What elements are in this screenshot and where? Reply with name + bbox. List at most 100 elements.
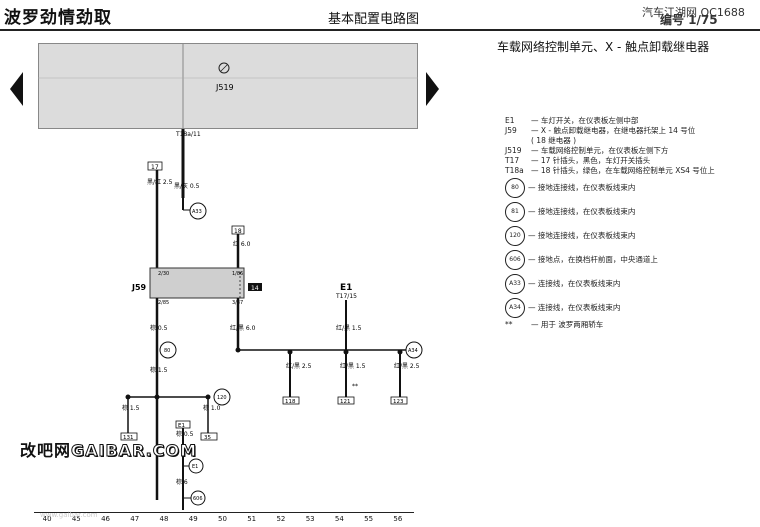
site-watermark: 汽车江湖网 QC1688 [642, 6, 745, 19]
e1-conn-text: E1 [178, 423, 185, 429]
connector-t17-text: 17 [151, 164, 159, 171]
next-page-arrow-icon[interactable] [426, 72, 439, 106]
relay-j59-label: J59 [131, 283, 147, 292]
bottom-ruler: 40 45 46 47 48 49 50 51 52 53 54 55 56 [34, 512, 414, 527]
prev-page-arrow-icon[interactable] [10, 72, 23, 106]
ground-circle-icon: 80 [505, 178, 525, 198]
tag-80-text: 80 [164, 348, 170, 354]
ruler-tick: 54 [334, 515, 344, 523]
wire-j59-87-label: 红/黑 6.0 [230, 324, 256, 332]
diagram-type-label: 基本配置电路图 [328, 12, 420, 27]
control-unit-j519 [38, 43, 418, 129]
ground-circle-icon: 81 [505, 202, 525, 222]
legend-footnote: **— 用于 波罗两厢轿车 [505, 320, 604, 329]
left-low-tag [120, 432, 138, 441]
connection-circle-icon: A33 [505, 274, 525, 294]
ruler-tick: 40 [42, 515, 52, 523]
ruler-tick: 46 [101, 515, 110, 523]
branch-2-star: ** [352, 383, 358, 390]
page-number: 编号 1/75 [660, 13, 718, 27]
diagram-subtitle: 车载网络控制单元、X - 触点卸载继电器 [497, 40, 710, 54]
branch-3-tag-text: 123 [393, 399, 404, 405]
right-low-wire-label: 棕 1.0 [203, 404, 221, 412]
relay-pin-2: 1/86 [232, 271, 243, 277]
tag-a33-text: A33 [192, 209, 202, 215]
legend-item: J59— X - 触点卸载继电器，在继电器托架上 14 号位 [505, 126, 696, 135]
branch-2-wire: 红/黑 1.5 [340, 362, 366, 370]
connector-t18-text: 18 [234, 228, 242, 235]
ruler-tick: 51 [247, 515, 257, 523]
branch-2-tag-text: 121 [340, 399, 351, 405]
ruler-tick: 53 [305, 515, 315, 523]
legend-item: T18a— 18 针插头，绿色，在车载网络控制单元 XS4 号位上 [505, 166, 715, 175]
branch-1-tag-text: 118 [285, 399, 296, 405]
wire-j59-85-label: 棕 0.5 [150, 324, 168, 332]
unit-symbol-slash [220, 64, 228, 72]
legend: E1— 车灯开关，在仪表板左侧中部 J59— X - 触点卸载继电器，在继电器托… [505, 116, 715, 330]
legend-circle-item: 606— 接地点，在换档杆前面，中央通道上 [505, 250, 715, 272]
unit-label: J519 [215, 83, 234, 92]
junction-3 [397, 349, 403, 355]
tag-a34 [405, 341, 423, 359]
unit-pin-label: T18a/11 [175, 131, 201, 138]
legend-circle-item: A34— 连接线，在仪表板线束内 [505, 298, 715, 320]
gaibar-watermark: 改吧网GAIBAR.COM [20, 441, 198, 461]
wire-80-below-label: 棕 1.5 [150, 366, 168, 374]
junction-bus [235, 347, 241, 353]
tag-a33 [189, 202, 207, 220]
branch-3-tag [390, 396, 408, 405]
relay-slot-text: 14 [251, 285, 259, 292]
wire-e1-label: 红/黑 1.5 [336, 324, 362, 332]
ruler-tick: 56 [393, 515, 403, 523]
branch-1-tag [282, 396, 300, 405]
legend-circle-item: 80— 接地连接线，在仪表板线束内 [505, 178, 715, 200]
legend-item: ( 18 继电器 ) [531, 136, 577, 145]
branch-3-wire: 红/黑 2.5 [394, 362, 420, 370]
right-low-tag [200, 432, 218, 441]
tag-a34-text: A34 [408, 348, 418, 354]
legend-item: J519— 车载网络控制单元，在仪表板左侧下方 [505, 146, 669, 155]
left-low-wire-label: 棕 1.5 [122, 404, 140, 412]
tag-80 [159, 341, 177, 359]
wire-606-label: 棕 6 [176, 478, 188, 486]
e1-label: E1 [340, 283, 352, 293]
legend-circle-item: 120— 接地连接线，在仪表板线束内 [505, 226, 715, 248]
tag-e1-low-text: E1 [192, 464, 198, 470]
legend-item: E1— 车灯开关，在仪表板左侧中部 [505, 116, 639, 125]
ruler-tick: 50 [218, 515, 227, 523]
legend-circle-item: 81— 接地连接线，在仪表板线束内 [505, 202, 715, 224]
ruler-tick: 45 [71, 515, 81, 523]
ruler-tick: 52 [276, 515, 286, 523]
connector-t17-top [147, 161, 163, 171]
tag-120-text: 120 [217, 395, 227, 401]
wire-a33-label: 黑/灰 0.5 [174, 182, 200, 190]
junction-mid [154, 394, 160, 400]
ground-circle-icon: 606 [505, 250, 525, 270]
left-low-tag-text: 131 [123, 435, 134, 441]
ruler-tick: 55 [364, 515, 374, 523]
header-divider [0, 29, 760, 31]
ruler-tick: 48 [159, 515, 169, 523]
ruler-tick: 47 [130, 515, 140, 523]
relay-pin-3: 2/85 [158, 300, 169, 306]
relay-slot-tag [248, 283, 262, 291]
branch-2-tag [337, 396, 355, 405]
right-low-tag-text: 35 [204, 435, 211, 441]
bottom-watermark: www.gaibar.com [40, 511, 98, 519]
page-title: 波罗劲情劲取 [4, 8, 112, 28]
wire-t18-label: 红 6.0 [233, 240, 251, 248]
branch-1-wire: 红/黑 2.5 [286, 362, 312, 370]
unit-symbol-icon [218, 62, 230, 74]
tag-120 [213, 388, 231, 406]
wire-t17-label: 黑/红 2.5 [147, 178, 173, 186]
wire-e1-low-label: 棕 0.5 [176, 430, 194, 438]
junction-1 [287, 349, 293, 355]
tag-606-text: 606 [193, 496, 203, 502]
ruler-tick: 49 [188, 515, 198, 523]
relay-j59 [149, 267, 245, 299]
ground-circle-icon: 120 [505, 226, 525, 246]
relay-pin-1: 2/30 [158, 271, 169, 277]
legend-item: T17— 17 针插头，黑色，车灯开关插头 [505, 156, 651, 165]
connection-circle-icon: A34 [505, 298, 525, 318]
